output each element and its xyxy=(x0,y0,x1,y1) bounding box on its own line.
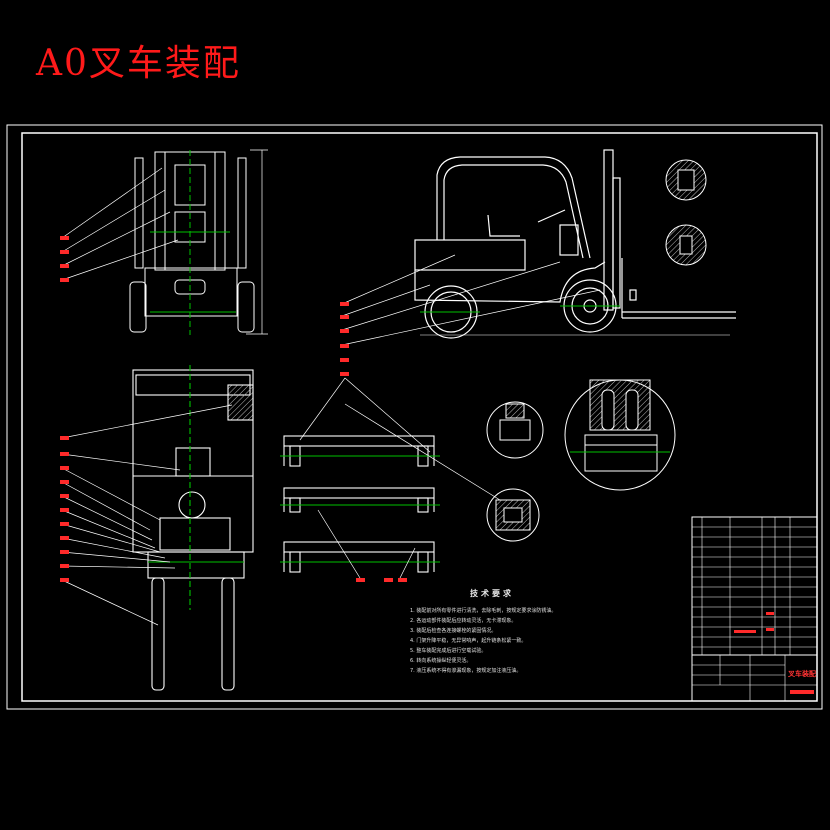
inner-border xyxy=(21,132,818,702)
front-view xyxy=(61,149,268,335)
note-line: 2. 各运动部件装配后应转动灵活，无卡滞现象。 xyxy=(410,618,517,624)
parts-list xyxy=(691,516,818,702)
note-line: 5. 整车装配完成后进行空载试验。 xyxy=(410,648,487,654)
section-detail-a xyxy=(665,159,707,266)
side-view-labels xyxy=(340,302,349,376)
note-line: 4. 门架升降平稳，无异常响声，起升链条松紧一致。 xyxy=(410,638,527,644)
top-view-labels xyxy=(60,436,69,582)
parts-list-marks xyxy=(734,612,814,694)
front-view-labels xyxy=(60,236,69,282)
top-view xyxy=(61,365,254,691)
title-block-name: 叉车装配 xyxy=(788,670,816,678)
technical-requirements-heading: 技术要求 xyxy=(470,589,514,598)
note-line: 1. 装配前对所有零件进行清洗，去除毛刺，按规定要求涂防锈油。 xyxy=(410,608,557,614)
channel-sections xyxy=(280,377,501,579)
note-line: 3. 装配后检查各连接螺栓的紧固情况。 xyxy=(410,628,497,634)
side-view xyxy=(341,149,736,346)
outer-border xyxy=(6,124,823,710)
detail-circles xyxy=(486,379,676,542)
drawing-title: A0叉车装配 xyxy=(36,43,241,84)
note-line: 6. 转向系统操纵轻便灵活。 xyxy=(410,658,472,664)
technical-requirements: 1. 装配前对所有零件进行清洗，去除毛刺，按规定要求涂防锈油。 2. 各运动部件… xyxy=(410,606,680,676)
section-labels xyxy=(356,578,407,582)
note-line: 7. 液压系统不得有渗漏现象，按规定加注液压油。 xyxy=(410,668,522,674)
